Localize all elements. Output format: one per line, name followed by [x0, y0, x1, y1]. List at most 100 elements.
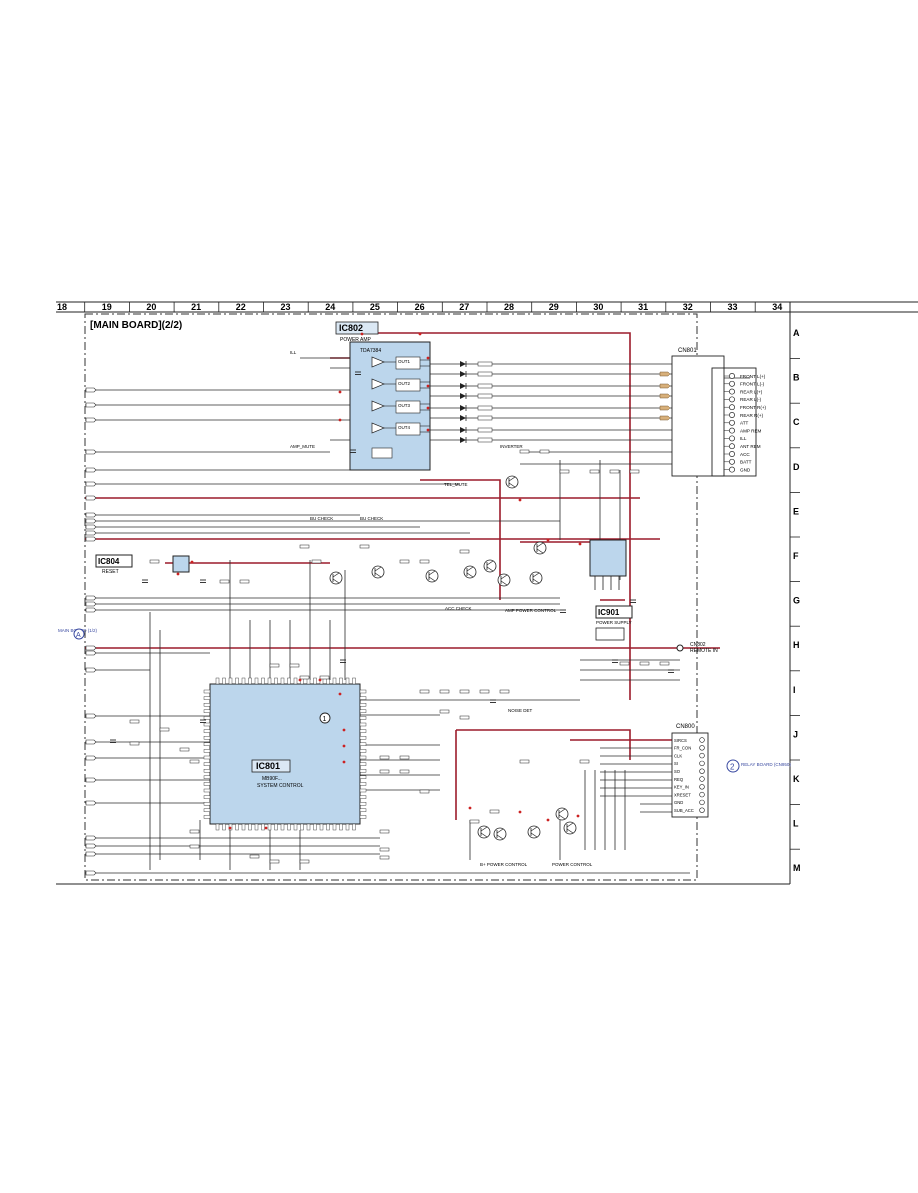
connector-pin: [699, 791, 705, 798]
test-point: [342, 744, 346, 748]
ic-pin: [313, 677, 317, 685]
edge-connector-arrow: [85, 402, 97, 408]
ic-pin: [203, 749, 211, 753]
test-point: [338, 390, 342, 394]
edge-connector-arrow: [85, 512, 97, 518]
diode: [460, 371, 466, 377]
connector-pin: [729, 380, 735, 387]
signal-marker: [659, 393, 671, 399]
svg-text:BU CHECK: BU CHECK: [310, 516, 333, 521]
ic-pin: [267, 823, 272, 831]
edge-connector-arrow: [85, 739, 97, 745]
ic802-label: IC802: [339, 323, 363, 333]
ic-pin: [332, 823, 337, 831]
test-point: [546, 538, 550, 542]
resistor: [579, 759, 590, 764]
passive-components: [110, 332, 674, 864]
resistor: [311, 559, 322, 564]
resistor: [519, 449, 530, 454]
column-number: 23: [281, 302, 291, 312]
ic-pin: [203, 755, 211, 760]
resistor: [659, 661, 670, 666]
ic-pin: [345, 677, 350, 685]
resistor: [399, 769, 410, 774]
signal-marker: [659, 405, 671, 411]
ic-pin: [359, 736, 367, 740]
edge-connector-arrow: [85, 607, 97, 613]
transistor: [329, 571, 343, 585]
transistor: [493, 827, 507, 841]
ic-pin: [241, 677, 246, 685]
ic-pin: [215, 823, 220, 831]
column-number: 32: [683, 302, 693, 312]
test-point: [338, 692, 342, 696]
cn800-pin-label: SUB_ACC: [674, 808, 694, 813]
column-number: 29: [549, 302, 559, 312]
resistor: [589, 469, 600, 474]
resistor: [469, 819, 480, 824]
ic-pin: [345, 823, 350, 831]
resistor: [379, 847, 390, 852]
ic-pin: [280, 823, 285, 831]
test-point: [228, 826, 232, 830]
connector-pin: [699, 776, 705, 782]
grid-frame: [56, 301, 918, 885]
cn800-pin-label: SIRCS: [674, 738, 687, 743]
test-point: [342, 728, 346, 732]
resistor: [477, 361, 493, 367]
cn800-pin-label: XRESET: [674, 792, 691, 797]
resistor: [129, 719, 140, 724]
test-point: [338, 418, 342, 422]
ic-pin: [280, 677, 285, 685]
connector-pin: [699, 807, 705, 813]
connector-pin: [699, 784, 705, 790]
transistor: [505, 475, 519, 489]
ic-pin: [293, 677, 298, 685]
cn802-desc: REMOTE IN: [690, 648, 718, 654]
resistor: [159, 727, 170, 732]
test-point: [298, 678, 302, 682]
resistor: [249, 854, 260, 859]
svg-text:ILL: ILL: [290, 350, 297, 355]
ic-pin: [339, 677, 343, 685]
ic-pin: [203, 762, 211, 766]
cn801-label: CN801: [678, 348, 697, 354]
transistor-group: [329, 475, 577, 841]
ic-pin: [222, 677, 226, 685]
resistor: [419, 789, 430, 794]
resistor: [519, 759, 530, 764]
connector-pin: [729, 435, 735, 442]
cn801-pin-label: REAR R(+): [740, 413, 764, 418]
diode: [460, 383, 466, 389]
amp-triangle: [371, 400, 385, 412]
ic-pin: [359, 775, 367, 779]
ic-pin: [235, 823, 239, 831]
row-letter: M: [793, 863, 801, 873]
row-letter: F: [793, 551, 799, 561]
edge-connector-arrow: [85, 524, 97, 530]
left-edge-connectors: [85, 387, 97, 876]
test-point: [418, 332, 422, 336]
resistor: [289, 663, 300, 668]
board-title: [MAIN BOARD](2/2): [90, 320, 182, 331]
transistor: [477, 825, 491, 839]
ic-pin: [359, 808, 367, 812]
resistor: [477, 405, 493, 411]
test-point: [342, 760, 346, 764]
ic-pin: [359, 689, 367, 694]
cn801-pin-label: ANT REM: [740, 444, 761, 449]
connector-pin: [729, 373, 735, 379]
ic-pin: [203, 742, 211, 746]
row-letter: L: [793, 819, 799, 829]
edge-connector-arrow: [85, 777, 97, 783]
ic-pin: [287, 677, 291, 685]
column-number: 25: [370, 302, 380, 312]
cn801-pin-label: GND: [740, 467, 751, 472]
ic-pin: [254, 823, 259, 831]
resistor: [179, 747, 190, 752]
transistor: [529, 571, 543, 585]
cn800-label: CN800: [676, 724, 695, 730]
ic-pin: [359, 703, 367, 707]
resistor: [609, 469, 620, 474]
